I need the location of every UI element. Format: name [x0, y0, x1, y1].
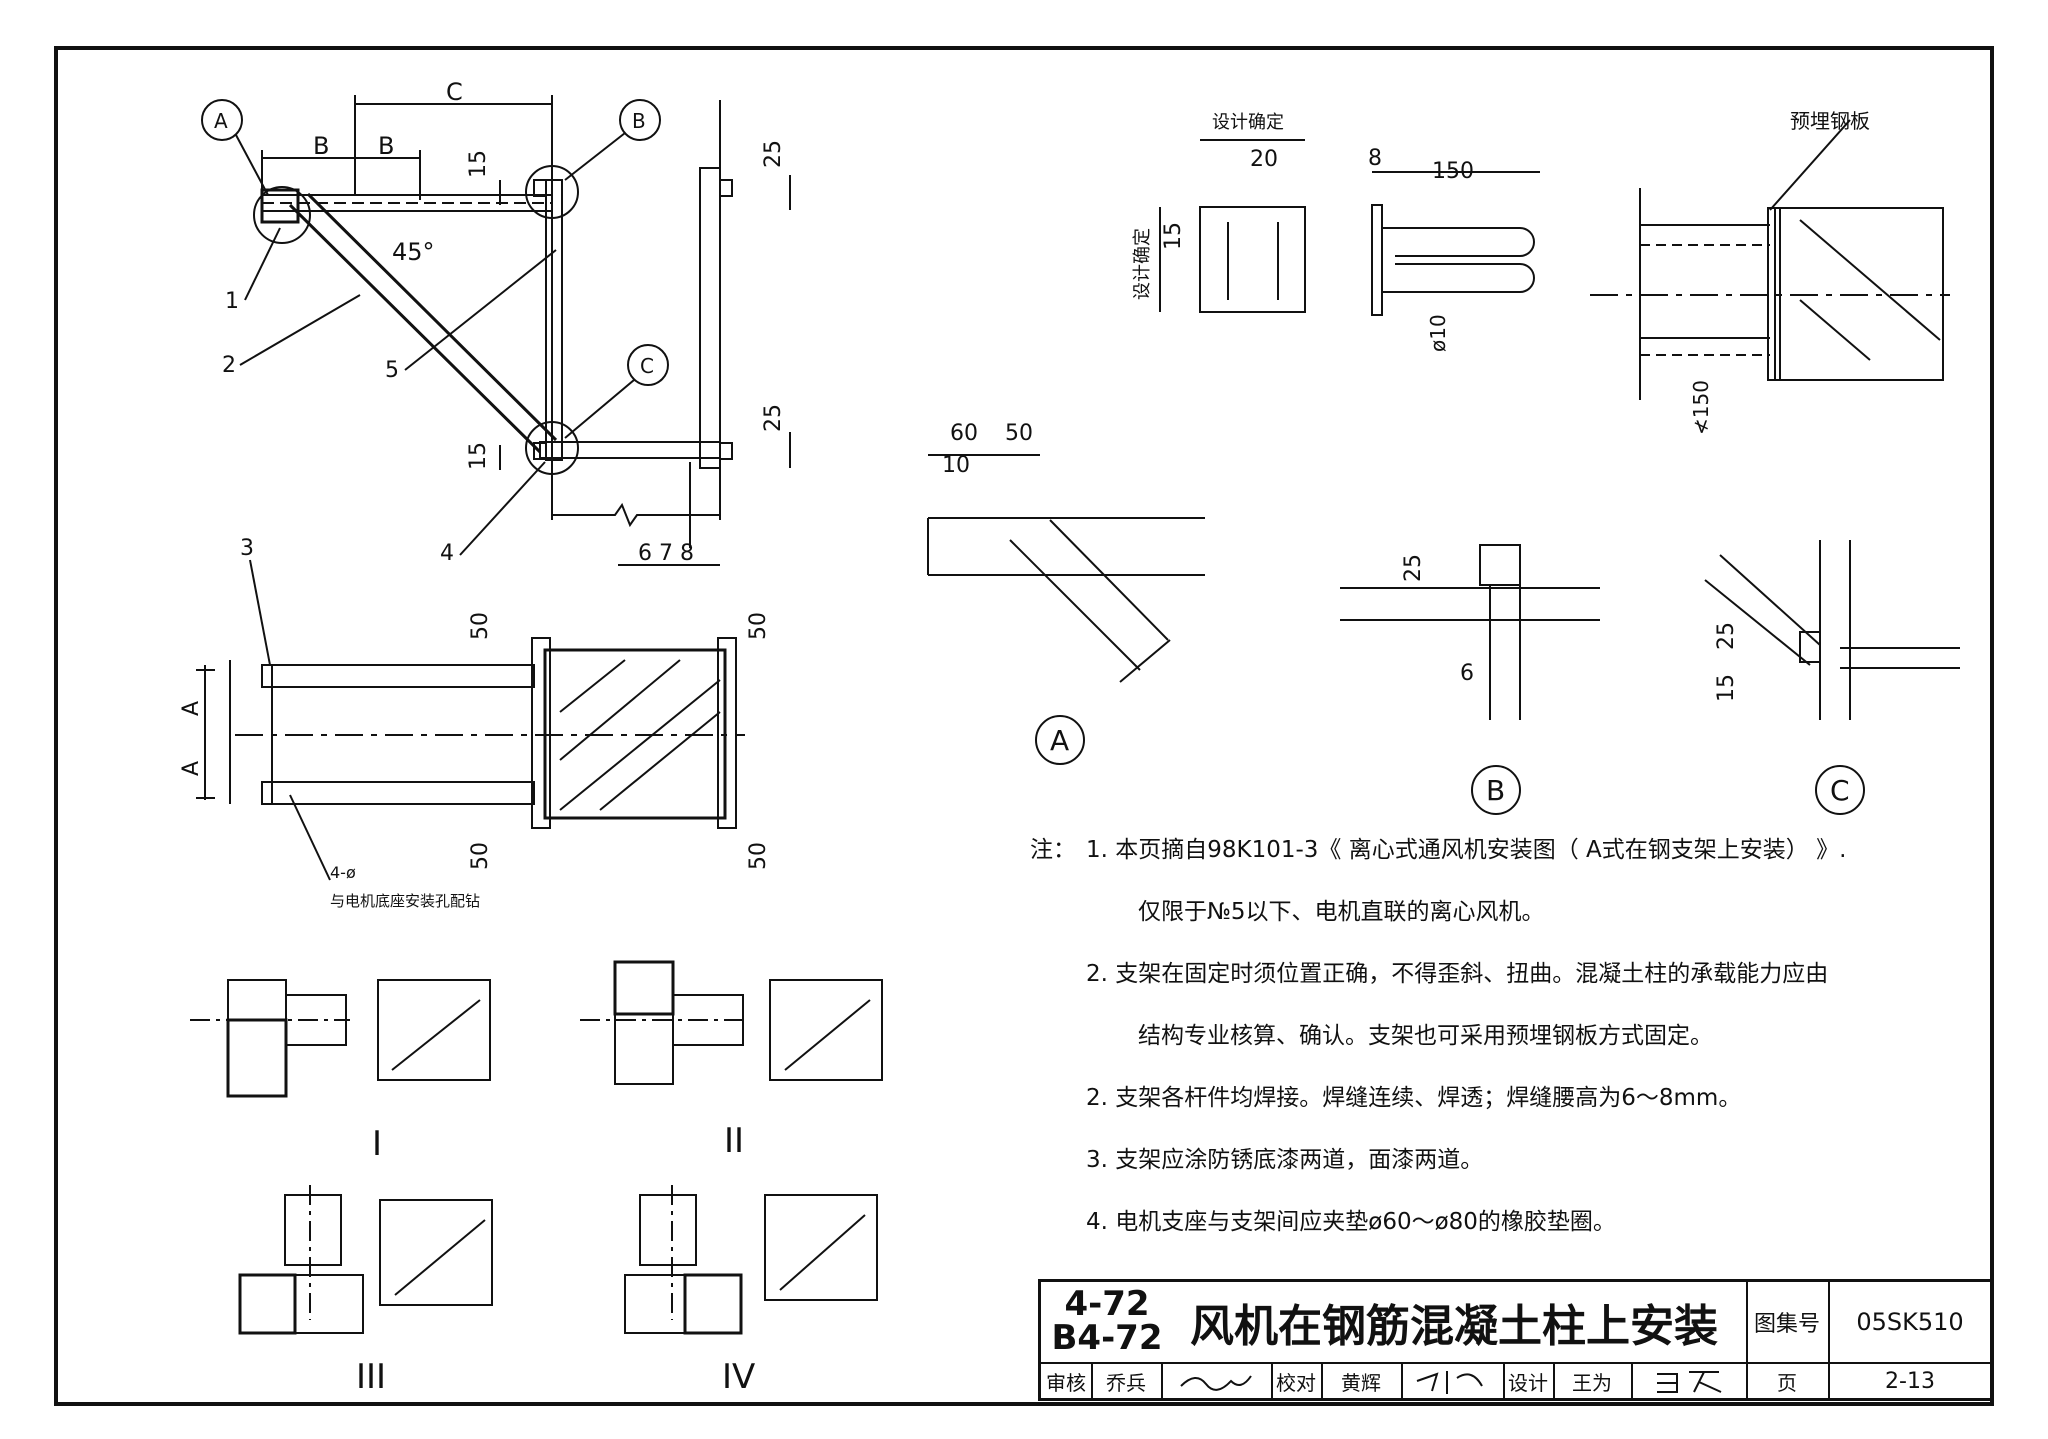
dim-20-plate: 20: [1250, 147, 1278, 172]
callout-a-top: A: [214, 109, 228, 133]
dim-b-2: B: [378, 132, 394, 160]
design-determined-side: 设计确定: [1132, 228, 1153, 300]
dim-25-top: 25: [761, 140, 786, 168]
design-signature-mark: [1656, 1371, 1721, 1393]
hole-note-2: 与电机底座安装孔配钻: [330, 892, 480, 910]
plan-dim-a-2: A: [179, 761, 204, 776]
review-label: 审核: [1046, 1370, 1086, 1395]
atlas-label: 图集号: [1753, 1312, 1820, 1337]
notes-prefix: 注：: [1030, 837, 1076, 863]
roman-3: III: [356, 1357, 386, 1397]
review-signature: [1161, 1362, 1271, 1400]
title-block: 4-72 B4-72 风机在钢筋混凝土柱上安装 图集号 05SK510 审核 乔…: [1038, 1279, 1994, 1401]
dim-b-1: B: [313, 132, 329, 160]
dim-15-c: 15: [1714, 674, 1739, 702]
note-4: 3. 支架应涂防锈底漆两道，面漆两道。: [1086, 1147, 1484, 1173]
dim-25-c: 25: [1714, 622, 1739, 650]
dia-10: ø10: [1426, 314, 1450, 352]
model-top: 4-72: [1064, 1284, 1150, 1324]
callout-c-top: C: [640, 354, 654, 378]
dim-60: 60: [950, 421, 978, 446]
dim-6-b: 6: [1460, 661, 1474, 686]
note-2a: 2. 支架在固定时须位置正确，不得歪斜、扭曲。混凝土柱的承载能力应由: [1086, 961, 1829, 987]
design-determined-top: 设计确定: [1212, 112, 1284, 133]
plan-dim-50-2: 50: [746, 612, 771, 640]
check-name: 黄辉: [1341, 1370, 1381, 1395]
dim-150-anchor: 150: [1432, 159, 1474, 184]
dim-c: C: [446, 78, 463, 106]
check-label: 校对: [1276, 1370, 1316, 1395]
detail-a-label: A: [1050, 724, 1069, 757]
plan-dim-50-1: 50: [468, 612, 493, 640]
detail-b-label: B: [1486, 774, 1505, 807]
dim-10-a: 10: [942, 453, 970, 478]
detail-c-label: C: [1830, 774, 1850, 807]
plan-dim-50-3: 50: [468, 842, 493, 870]
note-1a: 1. 本页摘自98K101-3《 离心式通风机安装图（ A式在钢支架上安装） 》…: [1086, 837, 1847, 863]
dim-25-bottom: 25: [761, 404, 786, 432]
check-signature: [1401, 1362, 1503, 1400]
dim-8-anchor: 8: [1368, 146, 1382, 171]
review-name: 乔兵: [1106, 1370, 1146, 1395]
callout-b-top: B: [632, 109, 646, 133]
dia-150: ≮150: [1689, 380, 1713, 435]
roman-2: II: [724, 1121, 744, 1161]
bracket-plan: [196, 559, 745, 881]
parts-678: 6 7 8: [638, 541, 694, 566]
part-2: 2: [222, 353, 236, 378]
note-5: 4. 电机支座与支架间应夹垫ø60～ø80的橡胶垫圈。: [1086, 1209, 1616, 1235]
dim-15-bottom: 15: [466, 442, 491, 470]
dim-25-b: 25: [1401, 554, 1426, 582]
note-1b: 仅限于№5以下、电机直联的离心风机。: [1138, 899, 1545, 925]
atlas-number: 05SK510: [1856, 1308, 1964, 1336]
arrangement-views: [190, 960, 883, 1335]
roman-1: I: [372, 1124, 382, 1164]
design-signature: [1631, 1362, 1746, 1400]
check-signature-mark: [1416, 1371, 1483, 1394]
dim-15-plate: 15: [1161, 222, 1186, 250]
hole-note-1: 4-ø: [330, 863, 356, 882]
page-label: 页: [1777, 1370, 1797, 1395]
detail-drawings: [927, 454, 1960, 815]
note-3: 2. 支架各杆件均焊接。焊缝连续、焊透；焊缝腰高为6～8mm。: [1086, 1085, 1742, 1111]
roman-4: IV: [722, 1357, 755, 1397]
note-2b: 结构专业核算、确认。支架也可采用预埋钢板方式固定。: [1138, 1023, 1713, 1049]
design-label: 设计: [1508, 1370, 1548, 1395]
angle-45: 45°: [392, 238, 435, 266]
dim-50-a: 50: [1005, 421, 1033, 446]
dim-15-top: 15: [466, 150, 491, 178]
plan-dim-a-1: A: [179, 701, 204, 716]
bracket-elevation: [201, 95, 791, 566]
drawing-title: 风机在钢筋混凝土柱上安装: [1190, 1301, 1718, 1352]
embedded-plate-details: [1159, 119, 1950, 400]
part-1: 1: [225, 289, 239, 314]
page-number: 2-13: [1885, 1368, 1935, 1394]
part-4: 4: [440, 541, 454, 566]
design-name: 王为: [1572, 1370, 1612, 1395]
embedded-plate-label: 预埋钢板: [1790, 109, 1870, 133]
model-bottom: B4-72: [1051, 1318, 1163, 1358]
review-signature-mark: [1180, 1375, 1252, 1391]
plan-dim-50-4: 50: [746, 842, 771, 870]
part-3: 3: [240, 536, 254, 561]
part-5: 5: [385, 358, 399, 383]
sheet-border: [54, 46, 1994, 1406]
